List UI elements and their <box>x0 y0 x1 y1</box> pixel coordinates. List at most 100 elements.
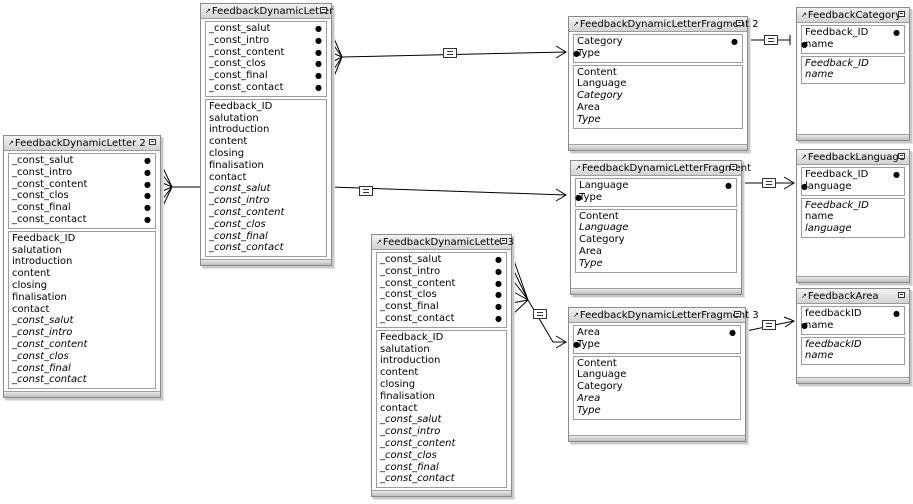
table-occurrence[interactable]: ↗FeedbackDynamicLetter_const_salut●_cons… <box>200 3 333 266</box>
field-row[interactable]: Content <box>577 357 617 369</box>
field-row[interactable]: content <box>380 367 419 379</box>
field-row[interactable]: _const_clos <box>209 218 266 230</box>
field-row[interactable]: contact <box>12 303 50 315</box>
key-field[interactable]: name● <box>801 320 904 332</box>
field-row[interactable]: name <box>805 211 834 223</box>
field-row[interactable]: _const_content <box>209 206 285 218</box>
table-occurrence[interactable]: ↗FeedbackDynamicLetterFragment 2 Category… <box>568 16 759 151</box>
key-field[interactable]: _const_intro● <box>9 167 155 179</box>
arrow-icon[interactable]: ↗ <box>205 7 211 15</box>
key-field[interactable]: Category● <box>574 36 742 48</box>
field-row[interactable]: Content <box>579 210 619 222</box>
field-row[interactable]: Feedback_ID <box>209 100 273 112</box>
field-row[interactable]: Language <box>579 222 629 234</box>
collapse-icon[interactable] <box>320 7 327 13</box>
field-row[interactable]: finalisation <box>380 390 435 402</box>
arrow-icon[interactable]: ↗ <box>575 164 581 172</box>
table-footer[interactable] <box>797 134 909 140</box>
key-field[interactable]: Feedback_ID● <box>802 27 904 39</box>
collapse-icon[interactable] <box>149 139 156 145</box>
field-row[interactable]: Area <box>577 101 601 113</box>
equals-operator-icon[interactable] <box>764 35 778 45</box>
collapse-icon[interactable] <box>734 311 741 317</box>
field-row[interactable]: Type <box>577 113 601 125</box>
key-field[interactable]: _const_contact● <box>206 82 326 94</box>
equals-operator-icon[interactable] <box>443 48 457 58</box>
key-field[interactable]: name● <box>801 39 904 51</box>
table-occurrence[interactable]: ↗FeedbackDynamicLetter 3_const_salut●_co… <box>371 234 514 497</box>
key-field[interactable]: _const_final● <box>9 202 155 214</box>
field-row[interactable]: _const_salut <box>12 315 74 327</box>
field-row[interactable]: Type <box>577 404 601 416</box>
key-field[interactable]: Language● <box>576 180 736 192</box>
key-field[interactable]: language● <box>801 181 904 193</box>
equals-operator-icon[interactable] <box>359 186 373 196</box>
table-footer[interactable] <box>201 259 331 265</box>
key-field[interactable]: _const_salut● <box>377 254 506 266</box>
field-row[interactable]: introduction <box>209 124 270 136</box>
collapse-icon[interactable] <box>500 238 507 244</box>
table-header[interactable]: ↗FeedbackDynamicLetterFragment <box>571 161 751 176</box>
field-row[interactable]: Category <box>579 234 625 246</box>
field-row[interactable]: Language <box>577 369 627 381</box>
field-row[interactable]: name <box>805 350 834 362</box>
field-row[interactable]: content <box>209 136 248 148</box>
key-field[interactable]: _const_final● <box>206 70 326 82</box>
table-footer[interactable] <box>372 490 511 496</box>
table-footer[interactable] <box>797 377 909 383</box>
field-row[interactable]: Feedback_ID <box>805 57 869 69</box>
field-row[interactable]: salutation <box>380 343 430 355</box>
field-row[interactable]: introduction <box>380 355 441 367</box>
field-row[interactable]: Area <box>579 245 603 257</box>
field-row[interactable]: contact <box>209 171 247 183</box>
field-row[interactable]: name <box>805 69 834 81</box>
field-row[interactable]: _const_salut <box>209 183 271 195</box>
field-row[interactable]: contact <box>380 402 418 414</box>
table-header[interactable]: ↗FeedbackCategory <box>797 8 909 23</box>
collapse-icon[interactable] <box>898 11 905 17</box>
field-row[interactable]: language <box>805 223 852 235</box>
key-field[interactable]: _const_contact● <box>377 313 506 325</box>
key-field[interactable]: _const_content● <box>9 179 155 191</box>
field-row[interactable]: salutation <box>12 244 62 256</box>
field-row[interactable]: Content <box>577 66 617 78</box>
field-row[interactable]: _const_content <box>380 437 456 449</box>
table-occurrence[interactable]: ↗FeedbackDynamicLetter 2_const_salut●_co… <box>3 135 161 398</box>
field-row[interactable]: _const_intro <box>380 426 441 438</box>
field-row[interactable]: _const_final <box>12 362 71 374</box>
field-row[interactable]: _const_intro <box>12 327 73 339</box>
arrow-icon[interactable]: ↗ <box>801 292 807 300</box>
table-footer[interactable] <box>797 276 909 282</box>
arrow-icon[interactable]: ↗ <box>801 11 807 19</box>
table-header[interactable]: ↗FeedbackDynamicLetterFragment 3 <box>569 308 759 323</box>
key-field[interactable]: feedbackID● <box>802 308 904 320</box>
field-row[interactable]: introduction <box>12 256 73 268</box>
arrow-icon[interactable]: ↗ <box>573 311 579 319</box>
key-field[interactable]: _const_clos● <box>206 58 326 70</box>
table-header[interactable]: ↗FeedbackDynamicLetterFragment 2 <box>569 17 759 32</box>
table-footer[interactable] <box>569 144 747 150</box>
field-row[interactable]: _const_contact <box>209 242 284 254</box>
field-row[interactable]: Type <box>579 257 603 269</box>
field-row[interactable]: closing <box>209 147 245 159</box>
key-field[interactable]: _const_clos● <box>9 190 155 202</box>
arrow-icon[interactable]: ↗ <box>801 153 807 161</box>
field-row[interactable]: salutation <box>209 112 259 124</box>
collapse-icon[interactable] <box>736 20 743 26</box>
arrow-icon[interactable]: ↗ <box>8 139 14 147</box>
field-row[interactable]: finalisation <box>12 291 67 303</box>
field-row[interactable]: _const_clos <box>12 350 69 362</box>
field-row[interactable]: closing <box>380 378 416 390</box>
field-row[interactable]: _const_salut <box>380 414 442 426</box>
table-header[interactable]: ↗FeedbackDynamicLetter <box>201 4 333 19</box>
arrow-icon[interactable]: ↗ <box>376 238 382 246</box>
field-row[interactable]: Area <box>577 392 601 404</box>
key-field[interactable]: _const_clos● <box>377 289 506 301</box>
key-field[interactable]: Type● <box>573 339 740 351</box>
key-field[interactable]: _const_content● <box>377 278 506 290</box>
field-row[interactable]: finalisation <box>209 159 264 171</box>
table-header[interactable]: ↗FeedbackDynamicLetter 2 <box>4 136 160 151</box>
